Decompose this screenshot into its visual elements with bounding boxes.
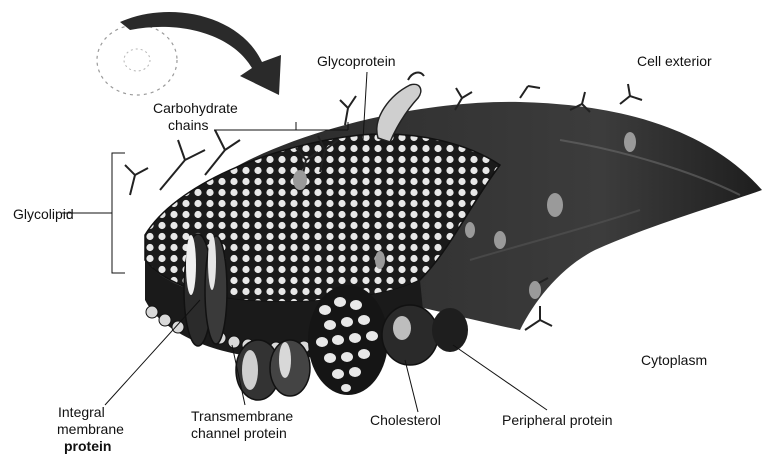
integral-protein-shape [184,234,227,346]
integral-label-line3: protein [64,438,111,454]
peripheral-protein-label: Peripheral protein [502,412,613,428]
transmembrane-label-line2: channel protein [191,425,287,441]
carbohydrate-label-line1: Carbohydrate [153,100,238,116]
cytoplasm-label: Cytoplasm [641,352,707,368]
integral-label-line2: membrane [57,421,124,437]
integral-label-line1: Integral [58,404,105,420]
glycolipid-label: Glycolipid [13,206,74,222]
cell-sketch-icon [97,25,177,95]
transmembrane-label-line1: Transmembrane [191,408,293,424]
channel-protein-shape [236,340,310,400]
zoom-arrow-icon [120,12,281,95]
glycoprotein-label: Glycoprotein [317,53,396,69]
cholesterol-cluster [308,285,388,395]
cholesterol-label: Cholesterol [370,412,441,428]
carbohydrate-label-line2: chains [168,117,208,133]
cell-exterior-label: Cell exterior [637,53,712,69]
peripheral-protein-shape [382,305,468,365]
